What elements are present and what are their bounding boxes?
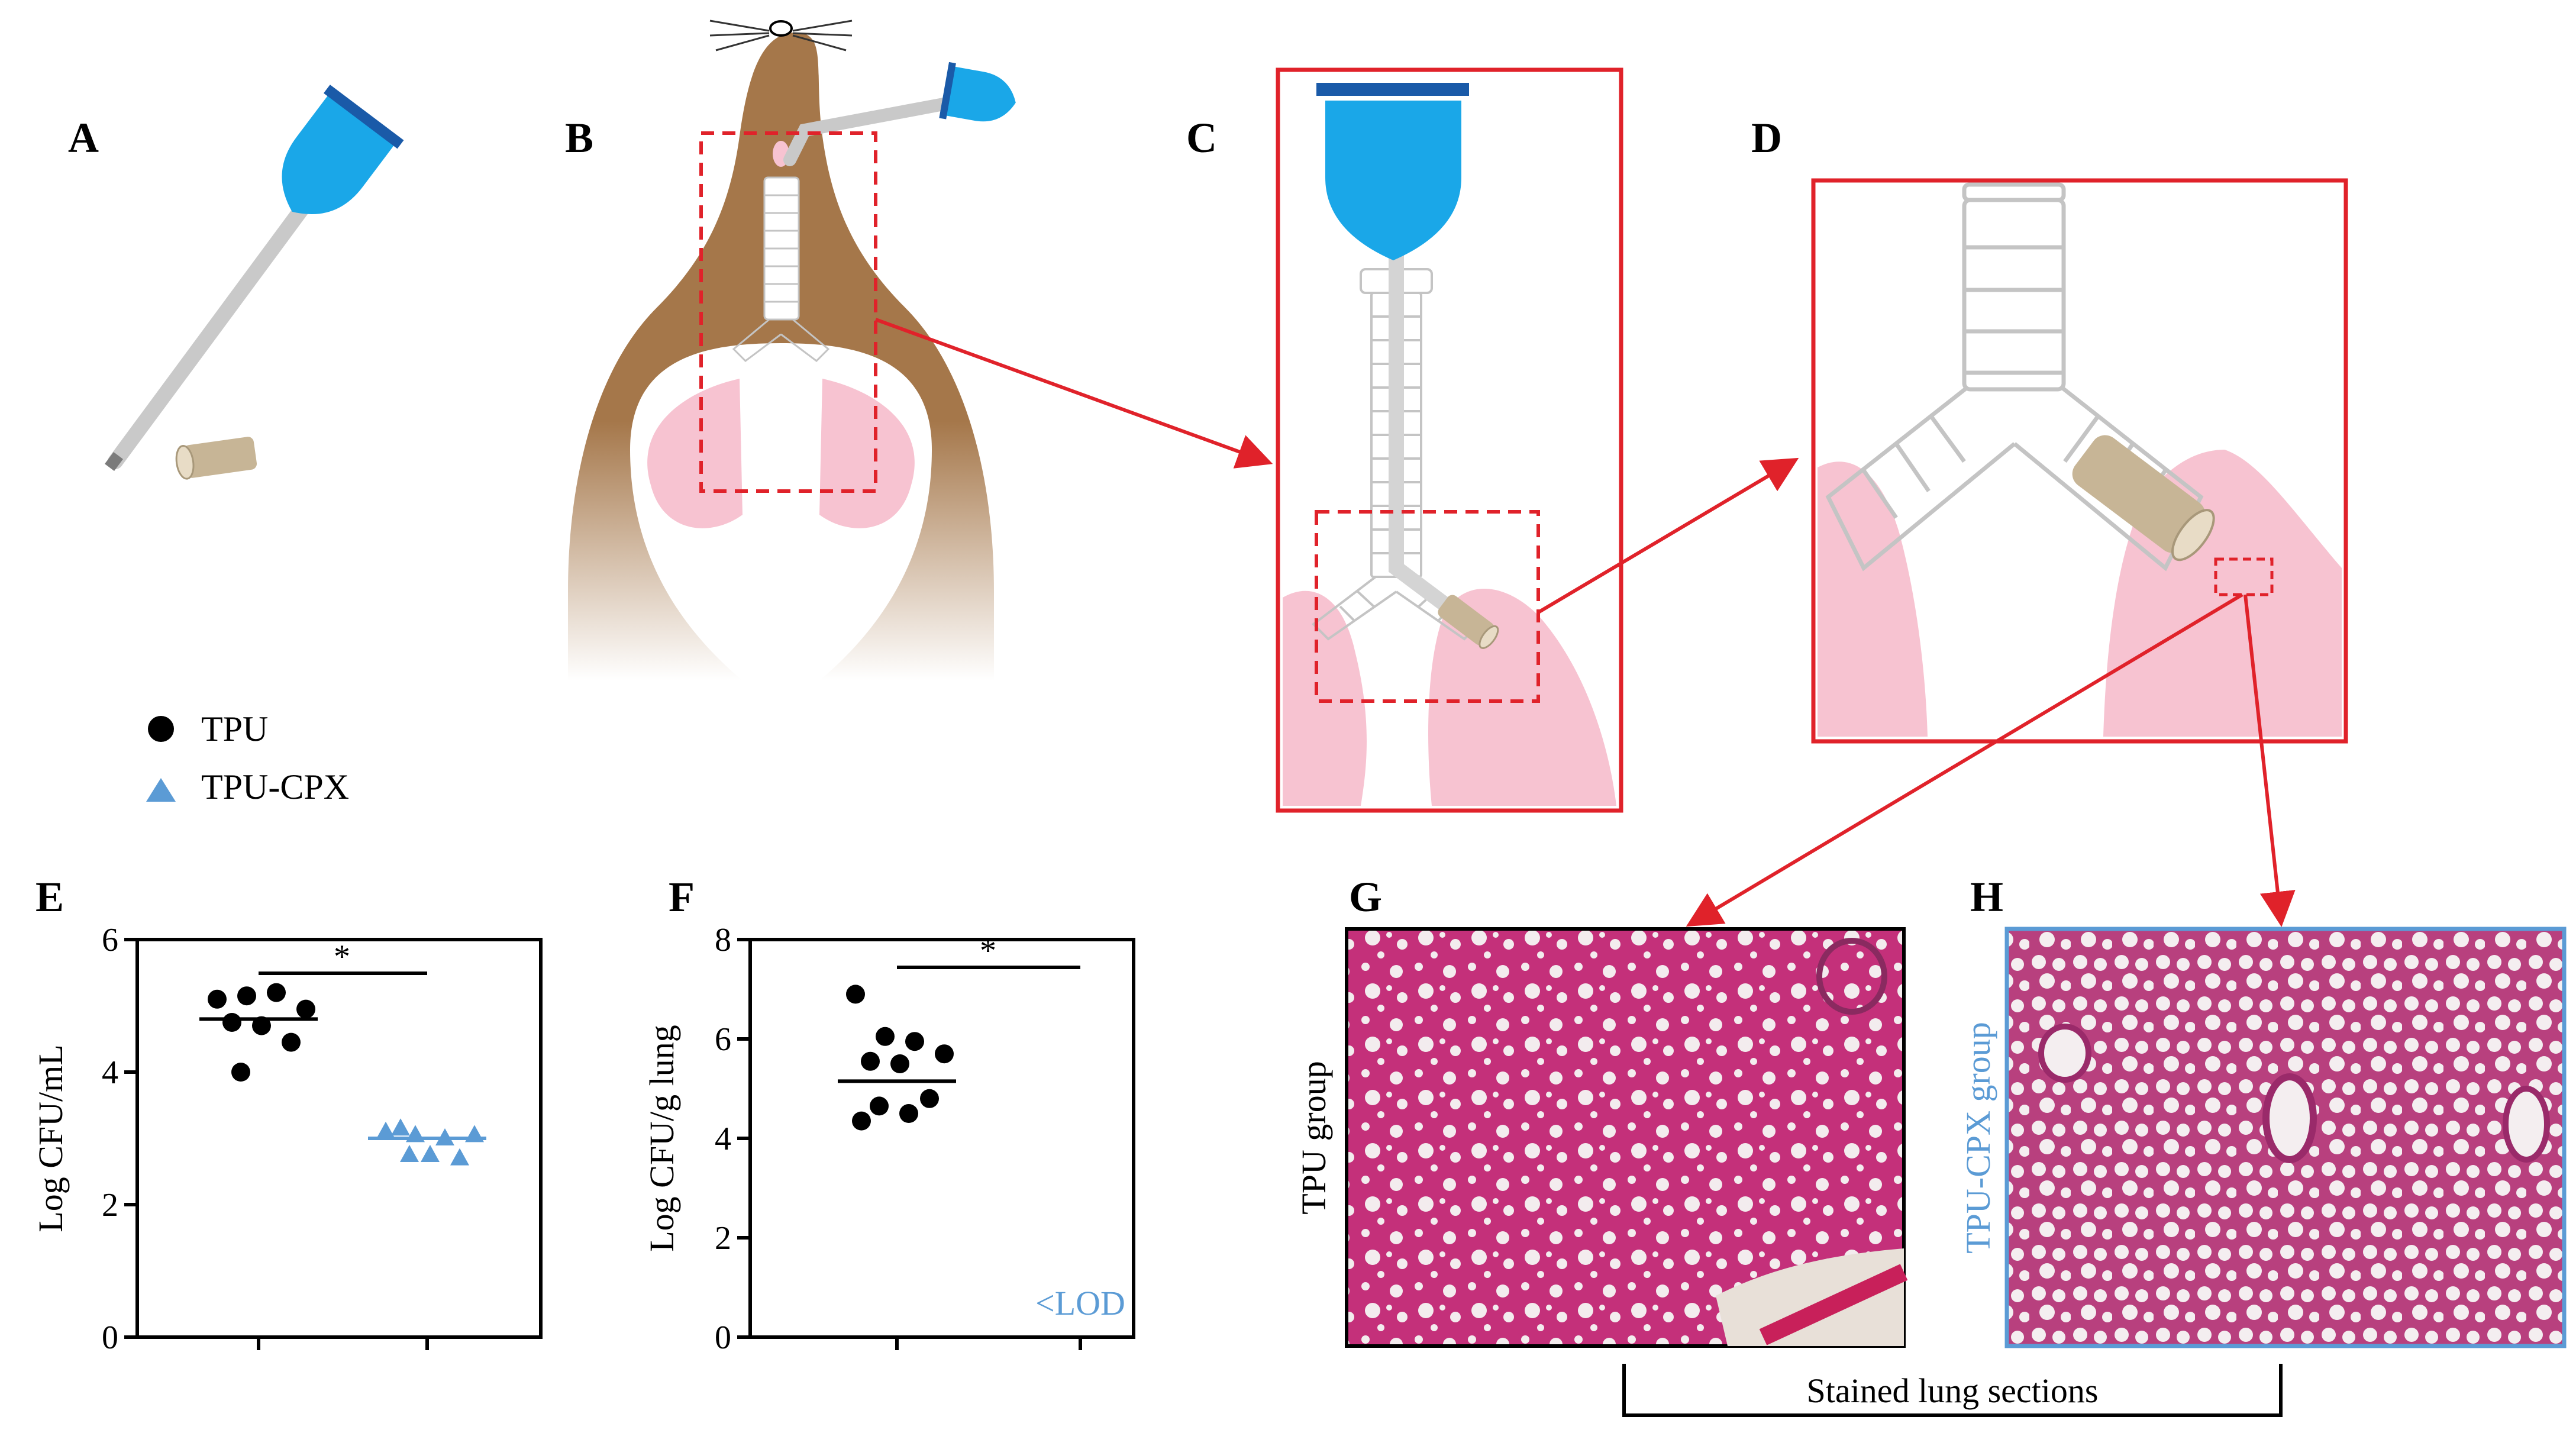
panel-label-d: D bbox=[1751, 114, 1782, 162]
chart-f-ytick-2: 2 bbox=[715, 1220, 731, 1257]
chart-e-point-0-1 bbox=[237, 986, 256, 1006]
chart-e-point-0-3 bbox=[296, 999, 315, 1019]
chart-f-frame bbox=[748, 938, 1135, 1339]
chart-f-point-0-1 bbox=[876, 1027, 895, 1046]
connector-arrows bbox=[874, 318, 2296, 927]
chart-f-point-0-2 bbox=[905, 1032, 924, 1051]
chart-e-ytick-4: 4 bbox=[102, 1054, 118, 1091]
panel-label-f: F bbox=[669, 873, 695, 921]
chart-f-point-0-0 bbox=[846, 985, 865, 1004]
chart-e-point-0-2 bbox=[267, 983, 286, 1002]
mouse-illustration bbox=[568, 20, 1016, 710]
histology-tpu-label: TPU group bbox=[1295, 1061, 1333, 1214]
chart-f-point-0-7 bbox=[870, 1096, 889, 1116]
chart-f-ytick-4: 4 bbox=[715, 1121, 731, 1157]
histology-tpu: TPU group bbox=[1295, 927, 1908, 1348]
chart-e-point-0-6 bbox=[282, 1032, 301, 1052]
chart-e-point-0-5 bbox=[252, 1016, 271, 1035]
whiskers bbox=[709, 20, 853, 51]
legend-tpu-marker bbox=[148, 716, 174, 742]
chart-e-point-1-7 bbox=[400, 1145, 419, 1162]
chart-e-ylabel: Log CFU/mL bbox=[31, 1044, 70, 1232]
chart-e-ytick-2: 2 bbox=[102, 1187, 118, 1224]
chart-e-ytick-6: 6 bbox=[102, 922, 118, 958]
stained-sections-label: Stained lung sections bbox=[1807, 1371, 2099, 1410]
bronchi-zoom-d bbox=[1811, 178, 2348, 744]
chart-e-ytick-0: 0 bbox=[102, 1319, 118, 1356]
chart-f-point-0-6 bbox=[920, 1089, 939, 1108]
stained-sections-bracket: Stained lung sections bbox=[1622, 1364, 2283, 1417]
chart-f-ylabel: Log CFU/g lung bbox=[643, 1025, 681, 1252]
chart-e-point-1-4 bbox=[391, 1118, 410, 1136]
chart-e-point-0-0 bbox=[208, 989, 227, 1009]
zoom-region-b bbox=[699, 131, 877, 493]
chart-f-point-0-4 bbox=[861, 1051, 880, 1071]
chart-f: Log CFU/g lung 8 6 4 2 0 * <LOD bbox=[643, 922, 1135, 1356]
zoom-region-c bbox=[1315, 510, 1540, 703]
chart-f-ytick-8: 8 bbox=[715, 922, 731, 958]
histology-tpu-cpx: TPU-CPX group bbox=[1959, 927, 2567, 1348]
panel-label-e: E bbox=[35, 873, 64, 921]
chart-e-point-1-0 bbox=[376, 1121, 395, 1139]
chart-f-ytick-0: 0 bbox=[715, 1319, 731, 1356]
zoom-region-d bbox=[2214, 557, 2274, 596]
trachea-zoom-c bbox=[1276, 67, 1623, 813]
panel-label-a: A bbox=[68, 114, 99, 162]
chart-e-point-0-7 bbox=[231, 1063, 250, 1082]
legend-tpu-cpx-label: TPU-CPX bbox=[201, 767, 349, 806]
panel-label-h: H bbox=[1970, 873, 2003, 921]
histology-tpu-cpx-label: TPU-CPX group bbox=[1959, 1022, 1997, 1254]
panel-label-g: G bbox=[1349, 873, 1382, 921]
chart-f-significance-star: * bbox=[980, 932, 996, 969]
chart-e: Log CFU/mL 6 4 2 0 * bbox=[31, 922, 543, 1356]
panel-label-c: C bbox=[1186, 114, 1217, 162]
chart-f-ytick-6: 6 bbox=[715, 1021, 731, 1058]
chart-e-point-0-4 bbox=[222, 1013, 241, 1032]
chart-f-point-0-8 bbox=[899, 1104, 918, 1123]
legend: TPU TPU-CPX bbox=[146, 709, 349, 806]
chart-f-point-0-9 bbox=[852, 1111, 871, 1131]
chart-e-significance-star: * bbox=[334, 938, 350, 975]
chart-e-point-1-5 bbox=[421, 1145, 440, 1162]
chart-f-point-0-3 bbox=[935, 1044, 954, 1064]
panel-label-b: B bbox=[565, 114, 593, 162]
catheter-device-illustration bbox=[105, 85, 404, 480]
legend-tpu-label: TPU bbox=[201, 709, 268, 748]
chart-f-lod-annotation: <LOD bbox=[1035, 1284, 1125, 1322]
chart-e-frame bbox=[135, 938, 543, 1339]
chart-f-point-0-5 bbox=[890, 1054, 909, 1073]
legend-tpu-cpx-marker bbox=[146, 778, 176, 802]
chart-e-point-1-6 bbox=[450, 1148, 469, 1166]
